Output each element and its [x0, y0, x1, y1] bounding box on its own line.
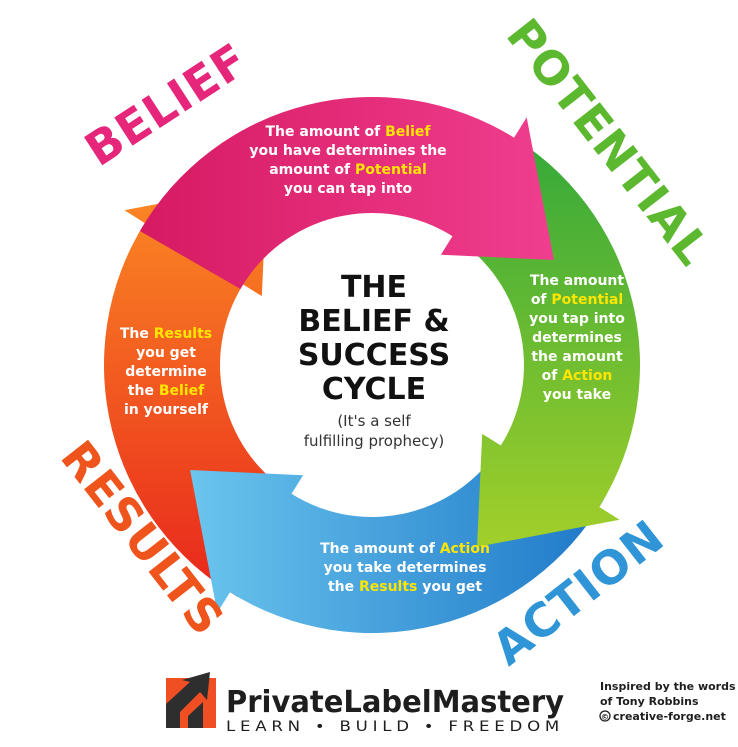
belief-text-run: The amount of: [266, 124, 386, 140]
belief-text-run: Belief: [385, 124, 431, 140]
potential-description: The amount of Potential you tap into determ…: [529, 273, 625, 403]
copyright-icon: ©: [599, 710, 611, 722]
results-text-run: Belief: [159, 383, 205, 399]
results-text-run: in yourself: [124, 402, 209, 418]
center-subtitle-line-1: (It's a self: [337, 412, 411, 430]
results-text-run: the: [128, 383, 159, 399]
brand-name: PrivateLabelMastery: [226, 685, 564, 720]
action-text-run: the: [328, 579, 359, 595]
belief-text-run: you have determines the: [249, 143, 446, 159]
results-description: The Results you get determine the Belief in …: [120, 326, 212, 418]
results-text-run: determine: [125, 364, 206, 380]
results-text-run: The: [120, 326, 154, 342]
potential-text-run: Action: [562, 368, 612, 384]
potential-text-run: determines: [532, 330, 622, 346]
belief-text-run: you can tap into: [284, 181, 413, 197]
center-title: THE BELIEF & SUCCESS CYCLE: [298, 270, 450, 407]
credit-line-3: creative-forge.net: [613, 710, 726, 723]
results-text-run: you get: [136, 345, 196, 361]
action-text-run: Results: [359, 579, 417, 595]
belief-arrow-segment: [139, 96, 554, 289]
center-title-line-1: THE: [341, 270, 407, 305]
belief-text-run: Potential: [355, 162, 427, 178]
potential-text-run: you tap into: [529, 311, 625, 327]
action-description: The amount of Action you take determines t…: [320, 541, 490, 595]
growth-arrow-logo-icon: [166, 672, 216, 728]
potential-text-run: you take: [543, 387, 611, 403]
belief-text-run: amount of: [269, 162, 355, 178]
potential-text-run: The amount: [530, 273, 624, 289]
center-title-line-3: SUCCESS: [298, 338, 450, 373]
credit-line-1: Inspired by the words: [600, 680, 736, 693]
action-text-run: you take determines: [324, 560, 487, 576]
results-text-run: Results: [154, 326, 212, 342]
action-text-run: The amount of: [320, 541, 440, 557]
center-title-line-2: BELIEF &: [298, 304, 449, 339]
belief-description: The amount of Belief you have determines …: [249, 124, 446, 197]
brand-tagline: LEARN • BUILD • FREEDOM: [226, 719, 564, 735]
potential-text-run: of: [531, 292, 552, 308]
action-text-run: you get: [417, 579, 482, 595]
potential-text-run: the amount: [531, 349, 623, 365]
brand-logo: PrivateLabelMastery LEARN • BUILD • FREE…: [166, 672, 564, 735]
center-subtitle-line-2: fulfilling prophecy): [304, 432, 444, 450]
center-subtitle: (It's a self fulfilling prophecy): [304, 412, 444, 450]
center-title-line-4: CYCLE: [322, 372, 426, 407]
potential-text-run: Potential: [551, 292, 623, 308]
credit: Inspired by the words of Tony Robbins © …: [599, 680, 736, 723]
credit-line-2: of Tony Robbins: [600, 695, 699, 708]
copyright-symbol: ©: [601, 713, 609, 722]
action-text-run: Action: [440, 541, 490, 557]
potential-text-run: of: [542, 368, 563, 384]
